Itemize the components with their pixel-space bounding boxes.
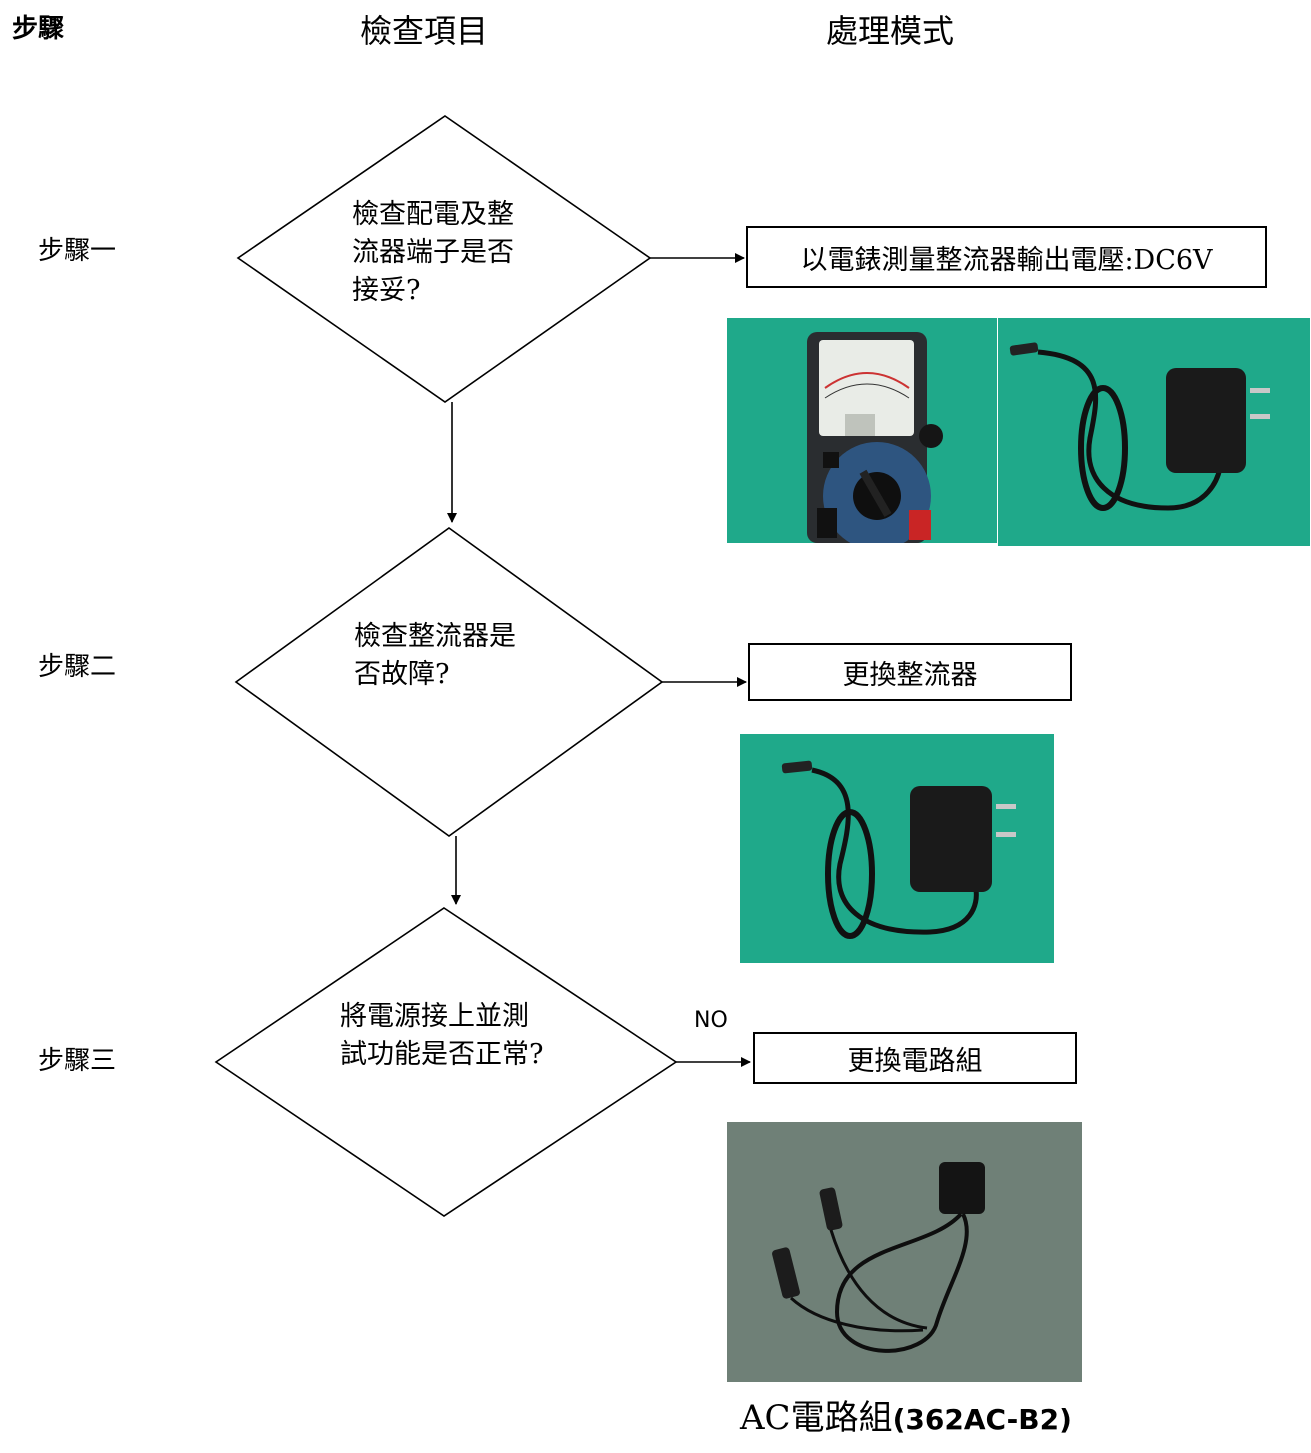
column-header-check-item: 檢查項目 (360, 12, 489, 50)
step-label-2: 步驟二 (38, 652, 117, 682)
decision-text-1-line-1: 檢查配電及整 (352, 199, 514, 230)
adapter-photo-2 (740, 734, 1054, 963)
decision-text-2: 檢查整流器是 否故障? (354, 618, 516, 694)
multimeter-photo (727, 318, 997, 543)
decision-text-2-line-1: 檢查整流器是 (354, 621, 516, 652)
adapter-illustration-2 (781, 760, 1016, 939)
adapter-photo-1 (998, 318, 1310, 546)
action-box-1: 以電錶測量整流器輸出電壓:DC6V (746, 226, 1267, 288)
ac-circuit-caption: AC電路組(362AC-B2) (740, 1390, 1072, 1439)
action-box-1-text: 以電錶測量整流器輸出電壓:DC6V (800, 244, 1213, 276)
ac-circuit-photo (727, 1122, 1082, 1382)
decision-diamond-3 (214, 907, 678, 1217)
action-box-2-text: 更換整流器 (842, 659, 978, 691)
caption-model: (362AC-B2) (892, 1403, 1072, 1436)
decision-text-3-line-1: 將電源接上並測 (340, 1001, 529, 1032)
decision-text-3-line-2: 試功能是否正常? (340, 1039, 544, 1070)
step-label-1: 步驟一 (38, 236, 117, 266)
caption-prefix: AC電路組 (740, 1398, 893, 1438)
multimeter-illustration (807, 332, 943, 543)
decision-diamond-1 (236, 115, 652, 403)
branch-label-no: NO (694, 1008, 728, 1033)
decision-diamond-2 (234, 527, 664, 837)
action-box-3-text: 更換電路組 (847, 1045, 983, 1077)
decision-text-2-line-2: 否故障? (354, 659, 450, 690)
action-box-3: 更換電路組 (753, 1032, 1077, 1084)
action-box-2: 更換整流器 (748, 643, 1072, 701)
column-header-action: 處理模式 (826, 12, 955, 50)
decision-text-1: 檢查配電及整 流器端子是否 接妥? (352, 196, 514, 310)
column-header-step: 步驟 (12, 14, 65, 44)
decision-text-1-line-3: 接妥? (352, 275, 421, 306)
step-label-3: 步驟三 (38, 1046, 117, 1076)
decision-text-3: 將電源接上並測 試功能是否正常? (340, 998, 543, 1074)
decision-text-1-line-2: 流器端子是否 (352, 237, 514, 268)
adapter-illustration-1 (1009, 342, 1270, 511)
ac-circuit-illustration (772, 1162, 985, 1353)
